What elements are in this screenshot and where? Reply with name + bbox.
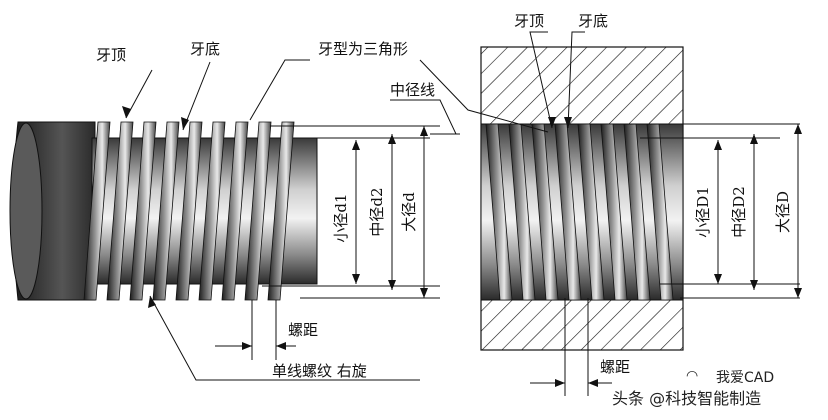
label-major-d: 大径d xyxy=(400,192,418,232)
arrowheads xyxy=(122,106,802,387)
thread-tooth xyxy=(531,123,559,301)
thread-tooth xyxy=(577,123,605,301)
label-root-right: 牙底 xyxy=(578,12,608,30)
label-pitch-right: 螺距 xyxy=(600,358,630,376)
thread-tooth xyxy=(152,121,180,301)
watermark-source: 头条 @科技智能制造 xyxy=(612,389,761,408)
label-crest-left: 牙顶 xyxy=(96,46,126,64)
thread-tooth xyxy=(129,121,157,301)
label-pitch-d: 中径d2 xyxy=(368,187,386,236)
label-root-left: 牙底 xyxy=(190,40,220,58)
external-thread xyxy=(9,121,318,301)
internal-thread xyxy=(480,46,684,351)
thread-tooth xyxy=(267,121,295,301)
thread-tooth xyxy=(221,121,249,301)
label-pitch-line: 中径线 xyxy=(390,81,435,99)
label-single-thread-rh: 单线螺纹 右旋 xyxy=(272,362,367,380)
thread-tooth xyxy=(106,121,134,301)
thread-tooth xyxy=(554,123,582,301)
thread-tooth xyxy=(198,121,226,301)
reference-lines xyxy=(125,31,800,396)
thread-tooth xyxy=(175,121,203,301)
label-major-D: 大径D xyxy=(774,191,792,233)
thread-tooth xyxy=(83,121,111,301)
label-pitch-left: 螺距 xyxy=(288,321,318,339)
bolt-teeth xyxy=(83,121,295,301)
thread-tooth xyxy=(244,121,272,301)
label-pitch-D: 中径D2 xyxy=(730,186,748,238)
watermark-logo-icon: ◠ xyxy=(686,368,698,384)
nut-teeth xyxy=(485,123,674,301)
label-triangle-profile: 牙型为三角形 xyxy=(318,40,408,58)
thread-tooth xyxy=(485,123,513,301)
label-crest-right: 牙顶 xyxy=(514,12,544,30)
watermark-brand: 我爱CAD xyxy=(716,370,774,386)
bolt-end-face xyxy=(9,122,43,300)
label-minor-d: 小径d1 xyxy=(332,193,350,242)
thread-tooth xyxy=(600,123,628,301)
watermark: ◠ 我爱CAD 头条 @科技智能制造 xyxy=(612,368,774,408)
label-minor-D: 小径D1 xyxy=(694,186,712,238)
thread-tooth xyxy=(508,123,536,301)
